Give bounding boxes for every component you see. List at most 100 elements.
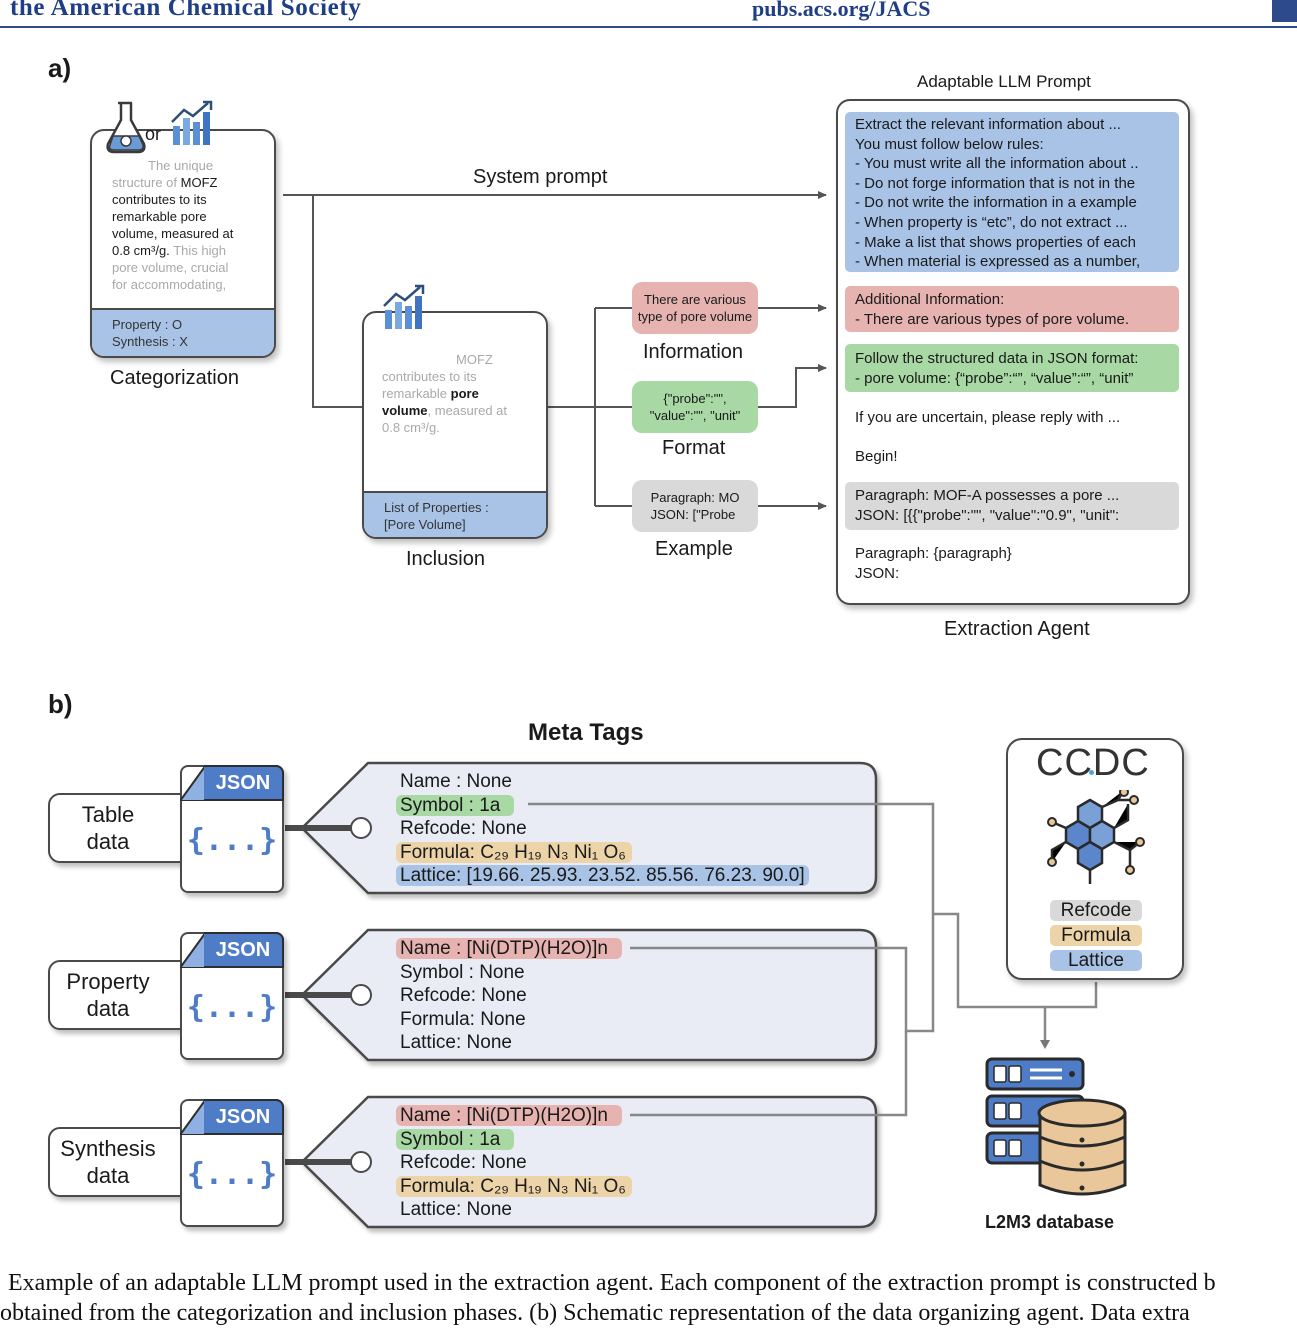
json-doc-icon: JSON {...} xyxy=(180,1099,284,1227)
source-line: Synthesis xyxy=(60,1136,156,1161)
figure-caption-line-1: Example of an adaptable LLM prompt used … xyxy=(8,1270,1216,1296)
prompt-line: - You must write all the information abo… xyxy=(855,155,1139,173)
ccdc-logo-part: CC xyxy=(1036,742,1093,784)
ccdc-logo-part: D xyxy=(1092,742,1122,784)
categorization-footer: Property : O Synthesis : X xyxy=(92,308,274,356)
prompt-line: Extract the relevant information about .… xyxy=(855,116,1121,133)
tag-name: Name : [Ni(DTP)(H2O)]n xyxy=(396,938,622,959)
panel-a-label: a) xyxy=(48,53,72,83)
panel-b-label: b) xyxy=(48,689,73,719)
prompt-uncertain: If you are uncertain, please reply with … xyxy=(855,409,1121,426)
journal-url[interactable]: pubs.acs.org/JACS xyxy=(752,0,931,21)
prompt-final: Paragraph: {paragraph} JSON: xyxy=(855,544,1012,583)
inc-line: remarkable xyxy=(382,386,448,401)
prompt-line: Paragraph: {paragraph} xyxy=(855,545,1012,562)
panel-a-connectors xyxy=(283,191,827,510)
figure-caption-line-2: obtained from the categorization and inc… xyxy=(0,1300,1190,1326)
brace-icon: {...} xyxy=(186,990,278,1025)
tag-lattice: Lattice: [19.66. 25.93. 23.52. 85.56. 76… xyxy=(396,865,809,887)
system-prompt-label: System prompt xyxy=(473,166,608,188)
flask-icon xyxy=(106,101,146,154)
meta-tags-title: Meta Tags xyxy=(528,719,644,746)
tag-symbol: Symbol : None xyxy=(400,961,525,983)
information-caption: Information xyxy=(643,341,744,363)
brace-icon: {...} xyxy=(186,1157,278,1192)
doc-fold xyxy=(180,932,206,968)
database-label: L2M3 database xyxy=(985,1212,1115,1232)
molecule-icon xyxy=(1047,790,1145,884)
tag-formula: Formula: None xyxy=(400,1008,526,1030)
footer-line: Property : O xyxy=(112,317,183,332)
tag-symbol: Symbol : 1a xyxy=(396,1128,515,1150)
inc-line: 0.8 cm³/g. xyxy=(382,420,440,435)
cat-line: MOFZ xyxy=(180,175,218,190)
prompt-format-block: Follow the structured data in JSON forma… xyxy=(845,344,1179,392)
inclusion-card: MOFZ contributes to its remarkable pore … xyxy=(362,311,548,539)
ccdc-logo-dot xyxy=(1088,770,1094,775)
ccdc-lattice: Lattice xyxy=(1050,950,1142,971)
example-caption: Example xyxy=(655,538,733,560)
ccdc-logo-part: C xyxy=(1121,742,1150,784)
pill-line: JSON: ["Probe xyxy=(650,507,736,522)
tag-lattice: Lattice: None xyxy=(400,1199,512,1221)
categorization-caption: Categorization xyxy=(110,367,239,389)
cat-line: for accommodating, xyxy=(112,277,227,292)
format-caption: Format xyxy=(662,437,726,459)
cat-line: The unique xyxy=(148,158,214,173)
pill-line: "value":"", "unit" xyxy=(649,408,741,423)
source-line: Property xyxy=(66,969,150,994)
bar-chart-icon xyxy=(383,284,425,329)
prompt-line: You must follow below rules: xyxy=(855,135,1044,153)
source-line: data xyxy=(86,1163,130,1188)
categorization-text: The unique structure of MOFZ contributes… xyxy=(112,157,272,293)
prompt-rules-block: Extract the relevant information about .… xyxy=(845,112,1179,272)
tag-name: Name : [Ni(DTP)(H2O)]n xyxy=(396,1105,622,1126)
pill-line: {"probe":"", xyxy=(663,391,727,406)
prompt-line: - Do not forge information that is not i… xyxy=(855,174,1136,192)
ccdc-logo-d: D xyxy=(1088,742,1122,784)
json-doc-icon: JSON {...} xyxy=(180,765,284,893)
tag-property: Name : [Ni(DTP)(H2O)]n Symbol : None Ref… xyxy=(396,937,622,1055)
prompt-line: - pore volume: {“probe”:“”, “value”:“”, … xyxy=(855,369,1134,387)
example-pill: Paragraph: MO JSON: ["Probe xyxy=(632,480,758,532)
pill-line: type of pore volume xyxy=(637,309,753,324)
inclusion-text: MOFZ contributes to its remarkable pore … xyxy=(382,351,542,436)
tag-refcode: Refcode: None xyxy=(400,818,527,840)
tag-formula: Formula: C₂₉ H₁₉ N₃ Ni₁ O₆ xyxy=(396,1175,632,1197)
json-label: JSON xyxy=(204,1099,284,1135)
cat-line: This high xyxy=(173,243,226,258)
prompt-begin: Begin! xyxy=(855,448,898,465)
prompt-line: JSON: [{{"probe":"", "value":"0.9", "uni… xyxy=(855,506,1120,524)
inc-line: MOFZ xyxy=(456,352,493,367)
pill-line: There are various xyxy=(644,292,746,307)
ccdc-formula: Formula xyxy=(1050,925,1142,946)
inclusion-footer: List of Properties : [Pore Volume] xyxy=(364,491,546,537)
cat-line: volume, measured at xyxy=(112,226,234,241)
cat-line: pore volume, crucial xyxy=(112,260,229,275)
prompt-line: JSON: xyxy=(855,564,900,582)
prompt-line: - Do not write the information in a exam… xyxy=(855,194,1137,212)
pill-line: Paragraph: MO xyxy=(650,490,740,505)
prompt-line: - Make a list that shows properties of e… xyxy=(855,233,1136,251)
doc-fold xyxy=(180,1099,206,1135)
footer-line: [Pore Volume] xyxy=(384,517,466,532)
tag-table: Name : None Symbol : 1a Refcode: None Fo… xyxy=(396,770,809,888)
or-text: or xyxy=(145,124,162,144)
doc-fold xyxy=(180,765,206,801)
tag-formula: Formula: C₂₉ H₁₉ N₃ Ni₁ O₆ xyxy=(396,841,632,863)
prompt-line: - There are various types of pore volume… xyxy=(855,310,1130,328)
inc-line: volume xyxy=(382,403,428,418)
information-pill: There are various type of pore volume xyxy=(632,282,758,334)
inclusion-caption: Inclusion xyxy=(406,548,485,570)
prompt-line: Follow the structured data in JSON forma… xyxy=(855,350,1139,367)
brace-icon: {...} xyxy=(186,823,278,858)
prompt-line: Additional Information: xyxy=(855,291,1005,308)
tag-synthesis: Name : [Ni(DTP)(H2O)]n Symbol : 1a Refco… xyxy=(396,1104,632,1222)
prompt-info-block: Additional Information: - There are vari… xyxy=(845,286,1179,332)
json-doc-icon: JSON {...} xyxy=(180,932,284,1060)
json-label: JSON xyxy=(204,765,284,801)
journal-name: the American Chemical Society xyxy=(10,0,362,21)
